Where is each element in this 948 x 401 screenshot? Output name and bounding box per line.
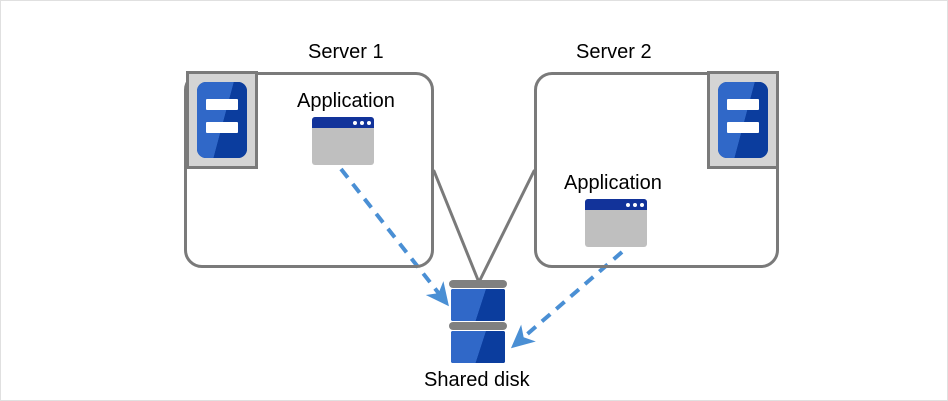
server-icon-bar-bottom — [206, 122, 238, 133]
window-dot-icon — [367, 120, 371, 125]
application-window-icon — [585, 199, 647, 247]
application-window-titlebar — [585, 199, 647, 210]
server2-box[interactable] — [534, 72, 779, 268]
app1-to-disk-access — [339, 167, 449, 307]
server1-box[interactable] — [184, 72, 434, 268]
server1-to-disk-link — [432, 169, 480, 282]
server-icon-body — [718, 82, 768, 158]
window-dot-icon — [640, 202, 644, 207]
server2-title: Server 2 — [576, 41, 652, 63]
server-icon-sheen — [197, 82, 247, 158]
window-dot-icon — [360, 120, 364, 125]
server-icon-bar-top — [727, 99, 759, 110]
shared-disk-label: Shared disk — [424, 369, 530, 391]
server-machine-icon — [186, 71, 258, 169]
server1-application-label: Application — [297, 90, 395, 112]
server2-application-label: Application — [564, 172, 662, 194]
disk-cap-middle — [449, 322, 507, 330]
server-icon-sheen — [718, 82, 768, 158]
application-window-icon — [312, 117, 374, 165]
server2-to-disk-link — [478, 169, 536, 282]
disk-platter — [451, 289, 505, 321]
window-dot-icon — [633, 202, 637, 207]
disk-platter — [451, 331, 505, 363]
window-dot-icon — [353, 120, 357, 125]
window-dot-icon — [626, 202, 630, 207]
server-icon-bar-bottom — [727, 122, 759, 133]
server-icon-bar-top — [206, 99, 238, 110]
disk-platter-sheen — [451, 289, 505, 321]
disk-cap-top — [449, 280, 507, 288]
server-machine-icon — [707, 71, 779, 169]
application-window-titlebar — [312, 117, 374, 128]
disk-platter-sheen — [451, 331, 505, 363]
server-icon-body — [197, 82, 247, 158]
disk-stack-icon — [449, 280, 507, 364]
server1-title: Server 1 — [308, 41, 384, 63]
